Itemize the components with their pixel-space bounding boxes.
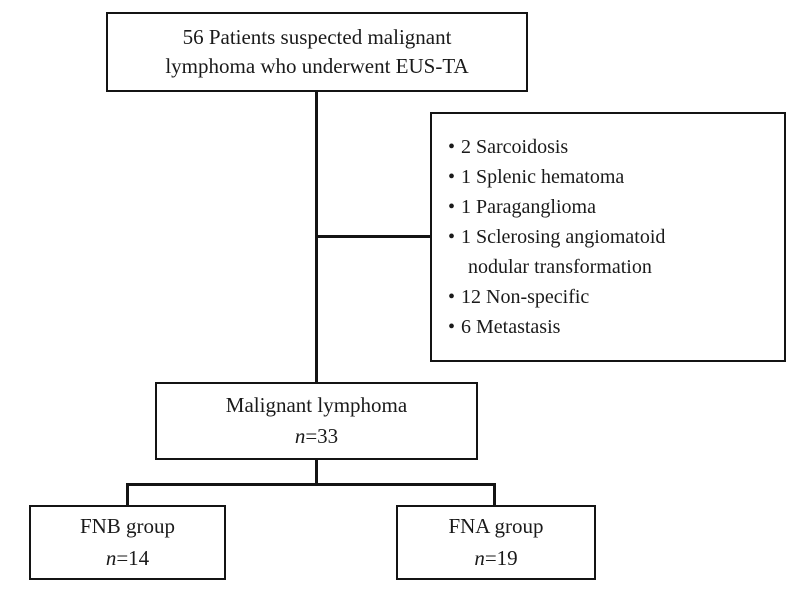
- bullet-icon: •: [448, 286, 456, 308]
- n-symbol: n: [474, 545, 485, 570]
- enrolled-patients-line1: 56 Patients suspected malignant: [182, 24, 452, 49]
- bullet-icon: •: [448, 196, 456, 218]
- malignant-lymphoma-box: Malignant lymphoma n=33: [155, 382, 478, 460]
- excluded-item-label: 2 Sarcoidosis: [461, 136, 569, 158]
- excluded-item-label: 1 Paraganglioma: [461, 196, 596, 218]
- fna-group-label: FNA group: [448, 514, 544, 539]
- excluded-diagnoses-box: •2 Sarcoidosis •1 Splenic hematoma •1 Pa…: [430, 112, 786, 362]
- fna-group-box: FNA group n=19: [396, 505, 596, 580]
- bullet-icon: •: [448, 316, 456, 338]
- connector-split-bar: [126, 483, 496, 486]
- excluded-item: •1 Splenic hematoma: [448, 162, 624, 192]
- excluded-item: •2 Sarcoidosis: [448, 132, 568, 162]
- excluded-item-label: nodular transformation: [468, 256, 652, 278]
- fna-group-count: n=19: [474, 543, 517, 574]
- connector-lymphoma-to-split: [315, 460, 318, 485]
- connector-to-excluded: [315, 235, 432, 238]
- connector-to-fna: [493, 483, 496, 507]
- fnb-group-label: FNB group: [79, 514, 176, 539]
- excluded-item: •1 Paraganglioma: [448, 192, 596, 222]
- bullet-icon: •: [448, 136, 456, 158]
- malignant-lymphoma-label: Malignant lymphoma: [225, 392, 408, 417]
- n-symbol: n: [105, 545, 117, 570]
- fnb-group-count: n=14: [106, 543, 149, 574]
- n-value: =33: [305, 424, 339, 448]
- n-value: =19: [484, 545, 518, 570]
- excluded-item-label: 1 Sclerosing angiomatoid: [461, 226, 666, 248]
- fnb-group-box: FNB group n=14: [29, 505, 226, 580]
- enrolled-patients-line2: lymphoma who underwent EUS-TA: [165, 54, 469, 78]
- bullet-icon: •: [448, 166, 456, 188]
- excluded-item-label: 12 Non-specific: [461, 286, 590, 308]
- excluded-item-label: 1 Splenic hematoma: [461, 166, 625, 188]
- excluded-item: •6 Metastasis: [448, 312, 560, 342]
- excluded-item: •1 Sclerosing angiomatoid: [448, 222, 665, 252]
- connector-to-fnb: [126, 483, 129, 507]
- excluded-item-label: 6 Metastasis: [461, 316, 561, 338]
- excluded-item-continuation: nodular transformation: [448, 252, 652, 282]
- bullet-icon: •: [448, 226, 456, 248]
- enrolled-patients-box: 56 Patients suspected malignant lymphoma…: [106, 12, 528, 92]
- malignant-lymphoma-count: n=33: [295, 421, 338, 452]
- n-value: =14: [116, 545, 150, 570]
- n-symbol: n: [294, 424, 306, 448]
- excluded-item: •12 Non-specific: [448, 282, 589, 312]
